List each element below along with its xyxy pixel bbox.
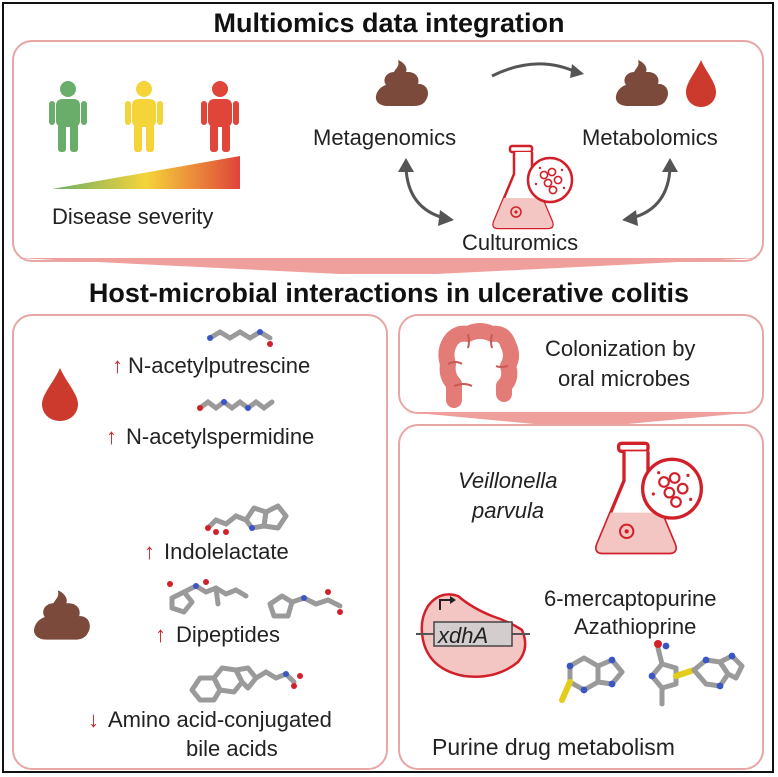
molecule-indolelactate [205,503,289,535]
metabolite-n-acetylputrescine: N-acetylputrescine [128,353,311,378]
metagenomics-label: Metagenomics [313,125,457,150]
metabolite-indolelactate: Indolelactate [164,539,289,564]
metabolite-bile-acids-line1: Amino acid-conjugated [108,707,332,732]
colon-icon [438,323,519,408]
species-name-line1: Veillonella [458,468,558,493]
molecule-n-acetylspermidine [197,398,275,412]
culturomics-label: Culturomics [462,230,579,255]
healthy-person-icon [49,81,87,152]
metabolite-dipeptides: Dipeptides [176,622,280,647]
bacterium-icon [416,593,530,678]
drug-azathioprine: Azathioprine [574,614,697,639]
main-title: Multiomics data integration [213,8,565,38]
metabolite-arrow: ↑ [106,424,117,449]
molecule-dipeptide-1 [167,579,249,615]
molecule-bile-acid [189,665,303,703]
molecule-n-acetylputrescine [207,329,273,347]
metabolite-arrow: ↑ [144,539,155,564]
mild-person-icon [125,81,163,152]
severity-gradient-wedge [52,156,240,189]
metabolomics-label: Metabolomics [582,125,718,150]
subtitle: Host-microbial interactions in ulcerativ… [88,278,690,308]
molecule-dipeptide-2 [267,589,343,619]
colonization-line2: oral microbes [558,366,691,391]
severe-person-icon [201,81,239,152]
metabolite-arrow: ↑ [112,353,123,378]
gene-xdha-label: xdhA [438,623,489,648]
blood-drop-icon [42,368,78,421]
funnel-band-small [406,412,756,426]
arrow-metabolomics-culturomics [622,158,678,226]
metabolite-n-acetylspermidine: N-acetylspermidine [126,424,315,449]
metabolite-arrow: ↓ [88,707,99,732]
culture-flask-icon [492,144,574,230]
molecule-azathioprine [648,640,745,707]
stool-icon [615,60,668,106]
arrow-metagenomics-culturomics [398,158,454,226]
metabolite-arrow: ↑ [155,622,166,647]
culture-flask-icon [595,441,703,555]
metabolite-bile-acids-line2: bile acids [186,736,278,761]
metabolites-panel [12,314,388,770]
funnel-band [16,258,760,274]
molecule-6-mercaptopurine [559,655,625,703]
blood-drop-icon [686,60,716,107]
stool-icon [375,60,428,106]
drug-6-mercaptopurine: 6-mercaptopurine [544,586,717,611]
stool-icon [34,590,90,640]
colonization-line1: Colonization by [545,336,696,361]
species-name-line2: parvula [472,498,545,523]
arrow-metagenomics-to-metabolomics [491,62,584,78]
purine-drug-metabolism-label: Purine drug metabolism [432,734,675,760]
disease-severity-label: Disease severity [52,204,214,229]
